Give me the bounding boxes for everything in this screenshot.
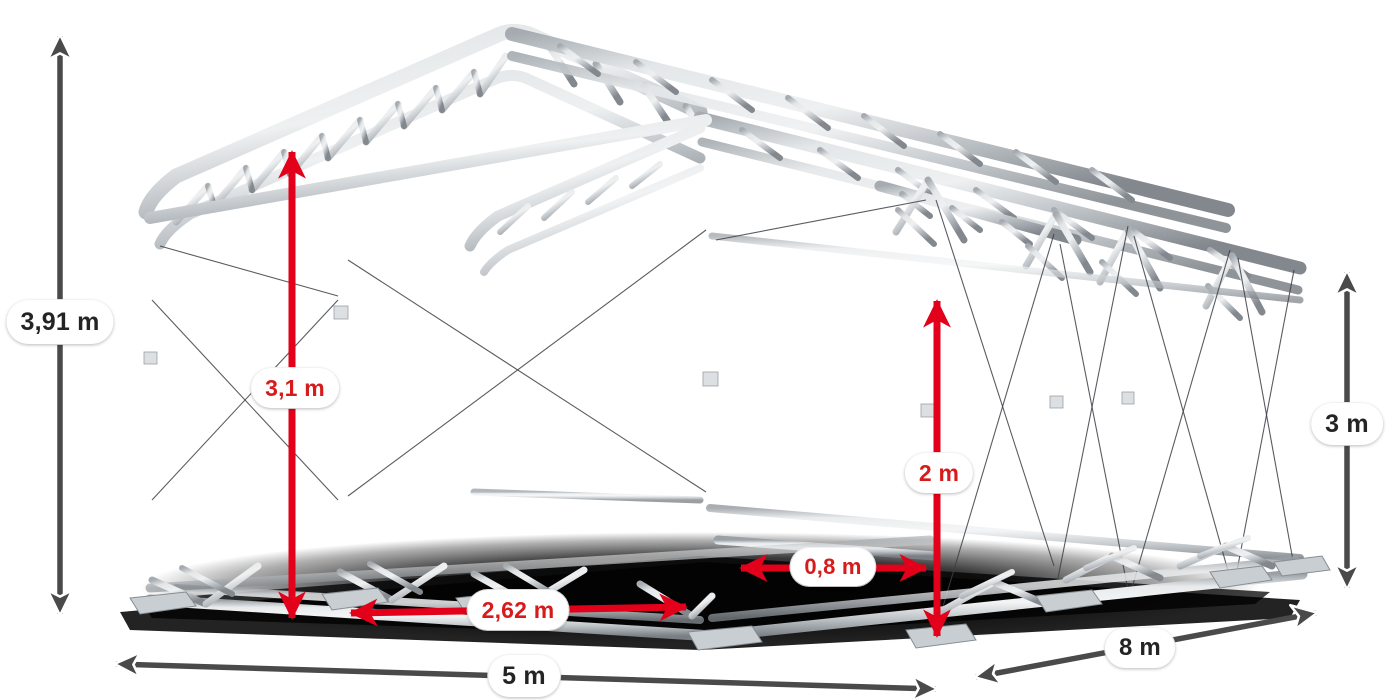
ridge-beam: [505, 27, 1235, 233]
dark-dimension-lines: [60, 36, 1347, 689]
dimension-label-eave-height: 3 m: [1311, 403, 1383, 445]
dimension-label-inner-height-gable: 3,1 m: [251, 368, 339, 408]
dimension-label-door-width: 0,8 m: [790, 548, 876, 586]
eave-knee-braces: [892, 176, 1266, 316]
dimension-label-bay-spacing: 2,62 m: [467, 590, 569, 630]
dimension-label-depth: 8 m: [1105, 628, 1175, 668]
dimension-label-ridge-height: 3,91 m: [6, 300, 114, 344]
base-diagonal-braces-inner: [179, 535, 1251, 599]
truss-bay-2: [464, 122, 706, 585]
tension-cables-side: [715, 199, 1295, 631]
dimension-label-width: 5 m: [488, 655, 560, 697]
tension-cables-front: [151, 229, 707, 501]
dimension-label-door-height: 2 m: [904, 453, 974, 493]
front-eave-beam: [144, 114, 712, 224]
